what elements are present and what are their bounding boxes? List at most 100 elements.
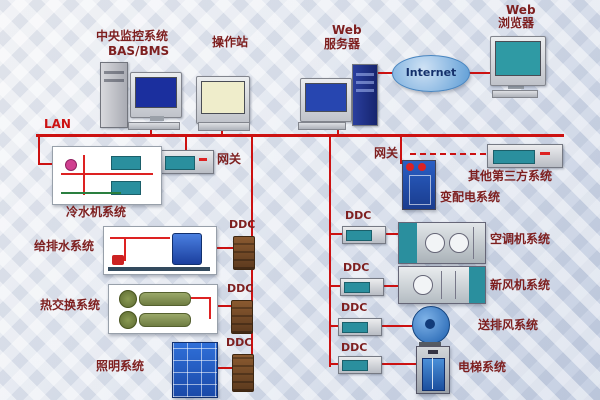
left-edge-horizontal: [38, 163, 54, 165]
heat-pipe: [191, 297, 211, 299]
gateway-panel: [165, 156, 195, 170]
water-pump: [112, 255, 124, 265]
third-party-panel: [493, 150, 535, 164]
fresh-air-unit: [398, 266, 486, 304]
ahu-fan: [425, 233, 445, 253]
ahu-fan: [413, 275, 433, 295]
power-component: [418, 163, 426, 171]
exhaust-fan-system-label: 送排风系统: [478, 318, 539, 332]
heat-exchanger: [139, 292, 191, 306]
tower-slot: [356, 89, 374, 92]
ahu-panel-line: [441, 271, 442, 299]
ddc-label: DDC: [226, 336, 253, 349]
tower-slot: [356, 73, 374, 76]
chiller-unit: [111, 156, 141, 170]
gateway-right-label: 网关: [374, 146, 399, 160]
webserver-server-tower: [352, 64, 378, 126]
tower-slot: [104, 79, 124, 82]
elevator-shaft: [416, 346, 450, 394]
webserver-monitor: [300, 78, 352, 122]
power-distribution-system-label: 变配电系统: [440, 190, 501, 204]
power-distribution-cabinet: [402, 160, 436, 210]
water-pipe: [110, 237, 170, 239]
central-tower: [100, 62, 128, 128]
ddc-label: DDC: [341, 301, 368, 314]
chiller-diagram: [52, 146, 162, 205]
browser-keyboard: [492, 90, 538, 98]
elevator-door: [422, 358, 445, 391]
operator-keyboard: [198, 122, 250, 131]
central-monitor: [130, 72, 182, 118]
lan-label: LAN: [44, 117, 71, 131]
elevator-indicator: [428, 350, 438, 354]
operator-monitor: [196, 76, 250, 124]
ddc-label: DDC: [345, 209, 372, 222]
elevator-stub: [331, 363, 338, 365]
right-trunk: [329, 137, 331, 367]
gateway-left-device: [160, 150, 214, 174]
ddc-label: DDC: [341, 341, 368, 354]
web-browser-label-line2: 浏览器: [498, 16, 535, 30]
drop-operator: [221, 128, 223, 134]
internet-cloud: Internet: [392, 55, 470, 92]
drop-central: [150, 126, 152, 134]
web-server-label-line2: 服务器: [324, 37, 361, 51]
fresh-air-system-label: 新风机系统: [490, 278, 551, 292]
ddc-device: [232, 354, 254, 392]
chiller-pipe-green: [61, 192, 121, 194]
central-system-label-line1: 中央监控系统: [96, 29, 169, 43]
ddc-panel: [344, 282, 370, 293]
tower-slot: [356, 81, 374, 84]
ddc-device: [231, 300, 253, 334]
tower-slot: [104, 71, 124, 74]
cabinet-door: [409, 175, 431, 205]
elevator-link: [380, 363, 416, 365]
heat-exchanger: [139, 313, 191, 327]
exhaust-stub: [331, 325, 338, 327]
browser-monitor: [490, 36, 546, 86]
heat-pump: [119, 311, 137, 329]
ahu-section: [469, 267, 485, 303]
ddc-device: [338, 356, 382, 374]
operator-station-label: 操作站: [212, 35, 249, 49]
central-monitor-base: [150, 116, 164, 121]
heat-pump: [119, 290, 137, 308]
browser-screen: [495, 41, 541, 76]
chiller-pipe: [83, 155, 85, 195]
ac-link: [384, 233, 398, 235]
heat-pipe: [209, 297, 211, 319]
power-component: [406, 163, 414, 171]
third-party-led: [540, 152, 550, 155]
ddc-label: DDC: [343, 261, 370, 274]
gateway-right-stub: [400, 137, 402, 164]
gateway-led: [199, 158, 207, 161]
ddc-panel: [346, 230, 372, 241]
webserver-keyboard: [298, 122, 346, 130]
air-conditioning-unit: [398, 222, 486, 264]
exhaust-link: [380, 325, 412, 327]
exhaust-fan-device: [410, 306, 450, 348]
elevator-system-label: 电梯系统: [458, 360, 507, 374]
third-party-system-label: 其他第三方系统: [468, 169, 553, 183]
ahu-panel-line: [455, 271, 456, 299]
water-pipe: [124, 237, 126, 261]
web-server-label-line1: Web: [332, 23, 362, 37]
central-system-label-line2: BAS/BMS: [108, 44, 170, 58]
gateway-left-label: 网关: [217, 152, 242, 166]
ahu-panel-line: [473, 227, 474, 259]
water-base: [108, 267, 210, 271]
elevator-door-split: [432, 358, 433, 389]
heat-exchange-diagram: [108, 284, 218, 334]
freshair-stub: [331, 285, 340, 287]
water-supply-diagram: [103, 226, 217, 275]
fan-hub: [425, 319, 435, 329]
ddc-label: DDC: [229, 218, 256, 231]
chiller-unit: [111, 181, 141, 195]
lighting-cabinet: [172, 342, 218, 398]
gateway-left-stub: [185, 137, 187, 151]
water-tank: [172, 233, 202, 265]
air-conditioning-system-label: 空调机系统: [490, 232, 551, 246]
chiller-pipe: [61, 173, 153, 175]
webserver-screen: [305, 83, 347, 112]
